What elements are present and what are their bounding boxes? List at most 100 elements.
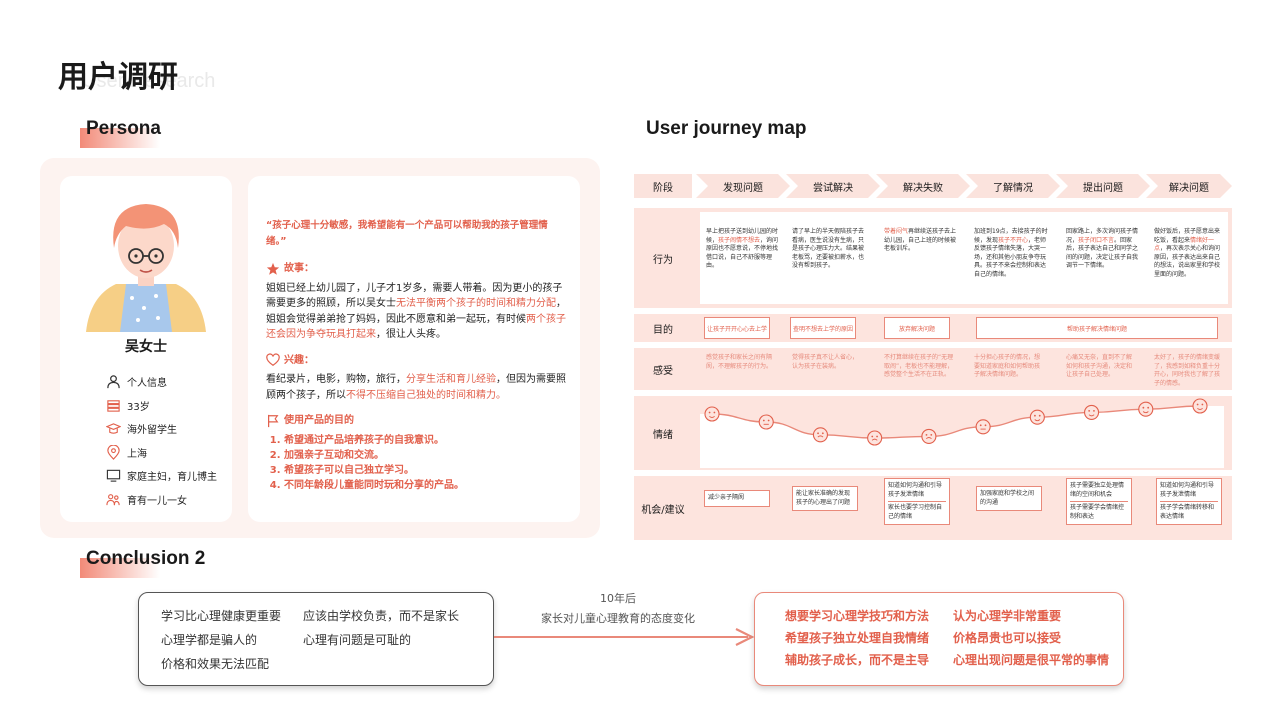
action-cell: 早上把孩子送到幼儿园的时候，孩子闹情不想去，询问原因也不愿意说，不停地找借口说，… bbox=[706, 228, 780, 271]
after-item: 心理出现问题是很平常的事情 bbox=[953, 653, 1110, 667]
row-label-action: 行为 bbox=[653, 254, 673, 266]
journey-map: 阶段 发现问题 尝试解决 解决失败 了解情况 提出问题 解决问题 行为 早上把孩… bbox=[630, 168, 1232, 540]
conclusion-section-title: Conclusion 2 bbox=[86, 548, 206, 569]
page-subtitle: User Research bbox=[82, 70, 216, 92]
emotion-face-icon bbox=[1029, 409, 1045, 425]
interest-part: ，但因为需要照顾两个孩子，所以 bbox=[266, 374, 566, 401]
emotion-face-icon bbox=[1138, 401, 1154, 417]
info-row-profile: 个人信息 bbox=[106, 370, 217, 394]
row-feeling-bg bbox=[634, 348, 1232, 390]
story-part: ，姐姐会觉得弟弟抢了妈妈，因此不愿意和弟一起玩，有时候 bbox=[266, 298, 566, 325]
goal-heading: 使用产品的目的 bbox=[266, 413, 566, 429]
persona-section-title: Persona bbox=[86, 118, 161, 139]
opportunity-text: 孩子学会情绪转移和表达情绪 bbox=[1160, 504, 1215, 520]
emotion-line bbox=[711, 405, 1201, 439]
info-row-education: 海外留学生 bbox=[106, 417, 217, 441]
story-title: 故事： bbox=[284, 263, 314, 274]
goal-list: 希望通过产品培养孩子的自我意识。 加强亲子互动和交流。 希望孩子可以自己独立学习… bbox=[266, 433, 566, 493]
interest-part: 看纪录片，电影，购物，旅行， bbox=[266, 374, 406, 385]
row-label-opportunity: 机会/建议 bbox=[641, 504, 685, 516]
persona-story-card bbox=[248, 176, 580, 522]
info-text: 上海 bbox=[127, 448, 147, 460]
emotion-face-icon bbox=[975, 419, 991, 435]
opportunity-text: 孩子需要学会情绪控制和表达 bbox=[1070, 504, 1125, 520]
heart-icon bbox=[266, 353, 280, 367]
action-cell: 回家路上，多次询问孩子情况，孩子闭口不言。回家后，孩子表达自己和同学之间的问题，… bbox=[1066, 228, 1140, 271]
info-text: 33岁 bbox=[127, 401, 150, 413]
stage-discover: 发现问题 bbox=[696, 174, 790, 198]
action-text: 请了早上的半天假陪孩子去看病，医生说没有生病，只是孩子心理压力大。结果被老板骂，… bbox=[792, 228, 865, 270]
emotion-face-icon bbox=[921, 428, 937, 444]
purpose-box: 帮助孩子解决情绪问题 bbox=[976, 317, 1218, 339]
info-text: 个人信息 bbox=[127, 378, 167, 390]
opportunity-text: 能让家长准确的发现孩子的心理出了问题 bbox=[796, 490, 851, 506]
opportunity-box: 加强家庭和学校之间的沟通 bbox=[976, 486, 1042, 511]
emotion-face-icon bbox=[812, 427, 828, 443]
monitor-icon bbox=[106, 470, 121, 482]
feeling-text: 不打算继续在孩子的“无理取闹”，老板也不能理解，感觉整个生活不在正轨。 bbox=[884, 354, 954, 379]
conclusion-title-bar bbox=[80, 558, 160, 578]
after-item: 希望孩子独立处理自我情绪 bbox=[785, 631, 930, 645]
story-highlight: 无法平衡两个孩子的时间和精力分配 bbox=[396, 298, 556, 309]
stage-ask: 提出问题 bbox=[1056, 174, 1150, 198]
after-item: 认为心理学非常重要 bbox=[953, 609, 1062, 623]
story-part: ，很让人头疼。 bbox=[376, 329, 446, 340]
info-text: 海外留学生 bbox=[127, 425, 177, 437]
after-item: 辅助孩子成长，而不是主导 bbox=[785, 653, 930, 667]
arrow-top-label: 10年后 bbox=[600, 592, 636, 605]
opportunity-text: 家长也要学习控制自己的情绪 bbox=[888, 504, 943, 520]
row-label-emotion: 情绪 bbox=[653, 429, 673, 441]
feeling-text: 太好了，孩子的情绪变缓了，我感到如释负重十分开心，同时我也了解了孩子的情感。 bbox=[1154, 354, 1221, 387]
persona-avatar bbox=[86, 204, 206, 332]
emotion-face-icon bbox=[1084, 404, 1100, 420]
before-item: 心理学都是骗人的 bbox=[161, 633, 258, 647]
after-item: 想要学习心理学技巧和方法 bbox=[785, 609, 930, 623]
emotion-face-icon bbox=[867, 430, 883, 446]
conclusion-before-box: 学习比心理健康更重要 应该由学校负责，而不是家长 心理学都是骗人的 心理有问题是… bbox=[138, 592, 494, 686]
stage-row-label: 阶段 bbox=[634, 174, 692, 198]
action-highlight: 带着闷气 bbox=[884, 228, 909, 235]
interest-highlight: 分享生活和育儿经验 bbox=[406, 374, 496, 385]
interest-heading: 兴趣： bbox=[266, 353, 566, 369]
feeling-text: 心痛又无奈，直到不了解如何和孩子沟通，决定和让孩子自己处理。 bbox=[1066, 354, 1133, 379]
opportunity-text: 知道如何沟通和引导孩子发泄情绪 bbox=[888, 482, 946, 502]
info-row-location: 上海 bbox=[106, 441, 217, 465]
persona-info-list: 个人信息 33岁 海外留学生 上海 家庭主妇，育儿博主 育有一儿一女 bbox=[106, 370, 217, 511]
story-part: 姐姐已经上幼儿园了，儿子才1岁多，需要人带着。因为更小的孩子需要更多的照顾，所以… bbox=[266, 282, 563, 310]
emotion-area bbox=[700, 406, 1224, 468]
action-text: 。回家后，孩子表达自己和同学之间的问题，决定让孩子自我调节一下情绪。 bbox=[1066, 236, 1139, 270]
opportunity-text: 加强家庭和学校之间的沟通 bbox=[980, 490, 1035, 506]
feeling-text: 觉得孩子真不让人省心，认为孩子在装病。 bbox=[792, 354, 859, 370]
stage-understand: 了解情况 bbox=[966, 174, 1060, 198]
action-cell: 做好饭后，孩子愿意出来吃饭，看起来情绪好一点，再次表示关心和询问原因，孩子表达出… bbox=[1154, 228, 1224, 280]
before-item: 应该由学校负责，而不是家长 bbox=[303, 609, 460, 623]
emotion-face-icon bbox=[704, 406, 720, 422]
graduation-cap-icon bbox=[106, 423, 121, 434]
before-item: 心理有问题是可耻的 bbox=[303, 633, 412, 647]
goal-item: 不同年龄段儿童能同时玩和分享的产品。 bbox=[284, 478, 566, 493]
action-cell: 带着闷气再继续送孩子去上幼儿园，自己上班的时候被老板训斥。 bbox=[884, 228, 958, 254]
emotion-face-icon bbox=[758, 414, 774, 430]
goal-item: 加强亲子互动和交流。 bbox=[284, 448, 566, 463]
goal-item: 希望孩子可以自己独立学习。 bbox=[284, 463, 566, 478]
info-row-age: 33岁 bbox=[106, 394, 217, 418]
flag-icon bbox=[268, 414, 279, 427]
action-highlight: 孩子不开心 bbox=[998, 236, 1029, 244]
opportunity-box: 知道如何沟通和引导孩子发泄情绪家长也要学习控制自己的情绪 bbox=[884, 478, 950, 525]
action-text: 回家路上，多次询问孩子情况， bbox=[1066, 228, 1139, 244]
persona-name: 吴女士 bbox=[125, 339, 167, 355]
stack-icon bbox=[107, 400, 120, 412]
action-text: ，老师反馈孩子情绪失落，大哭一场，还和其他小朋友争夺玩具。孩子不来会控制和表达自… bbox=[974, 236, 1047, 278]
story-heading: 故事： bbox=[266, 261, 566, 277]
change-arrow-icon bbox=[494, 628, 755, 646]
action-text: 早上把孩子送到幼儿园的时候， bbox=[706, 228, 779, 244]
action-highlight: 情绪好一点 bbox=[1154, 236, 1215, 253]
opportunity-text: 知道如何沟通和引导孩子发泄情绪 bbox=[1160, 482, 1218, 502]
stage-fail: 解决失败 bbox=[876, 174, 970, 198]
story-text: 姐姐已经上幼儿园了，儿子才1岁多，需要人带着。因为更小的孩子需要更多的照顾，所以… bbox=[266, 281, 566, 343]
interest-highlight: 不得不压缩自己独处的时间和精力。 bbox=[346, 389, 506, 401]
opportunity-box: 能让家长准确的发现孩子的心理出了问题 bbox=[792, 486, 858, 511]
action-text: ，再次表示关心和询问原因，孩子表达出来自己的想法，说出家里和学校里面的问题。 bbox=[1154, 245, 1221, 278]
action-highlight: 孩子闭口不言 bbox=[1078, 236, 1115, 244]
info-row-family: 育有一儿一女 bbox=[106, 488, 217, 512]
